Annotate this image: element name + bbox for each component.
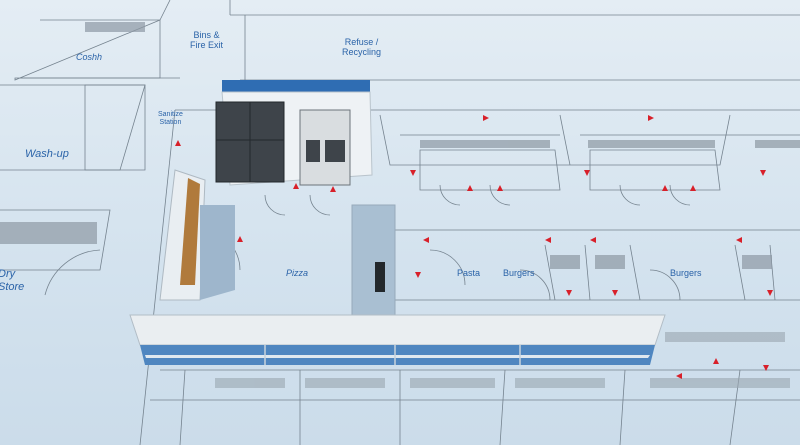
back-shelf bbox=[222, 80, 370, 92]
label-wash-up: Wash-up bbox=[25, 148, 69, 160]
label-burgers-1: Burgers bbox=[503, 268, 535, 278]
right-counter bbox=[351, 204, 396, 321]
pos-terminal bbox=[375, 262, 385, 292]
label-pasta: Pasta bbox=[457, 268, 481, 278]
left-counter-well bbox=[200, 205, 235, 300]
label-dry-store: DryStore bbox=[0, 268, 25, 293]
wooden-shelf bbox=[180, 178, 200, 285]
label-pizza: Pizza bbox=[286, 268, 309, 278]
front-counter-top bbox=[129, 314, 666, 346]
label-burgers-2: Burgers bbox=[670, 268, 702, 278]
seating-row bbox=[215, 332, 790, 388]
label-refuse-recycling: Refuse /Recycling bbox=[342, 37, 382, 57]
label-bins-fire-exit: Bins &Fire Exit bbox=[190, 30, 224, 50]
label-coshh: Coshh bbox=[76, 52, 103, 62]
plan-fixtures bbox=[0, 22, 800, 269]
flow-arrows bbox=[175, 115, 773, 379]
